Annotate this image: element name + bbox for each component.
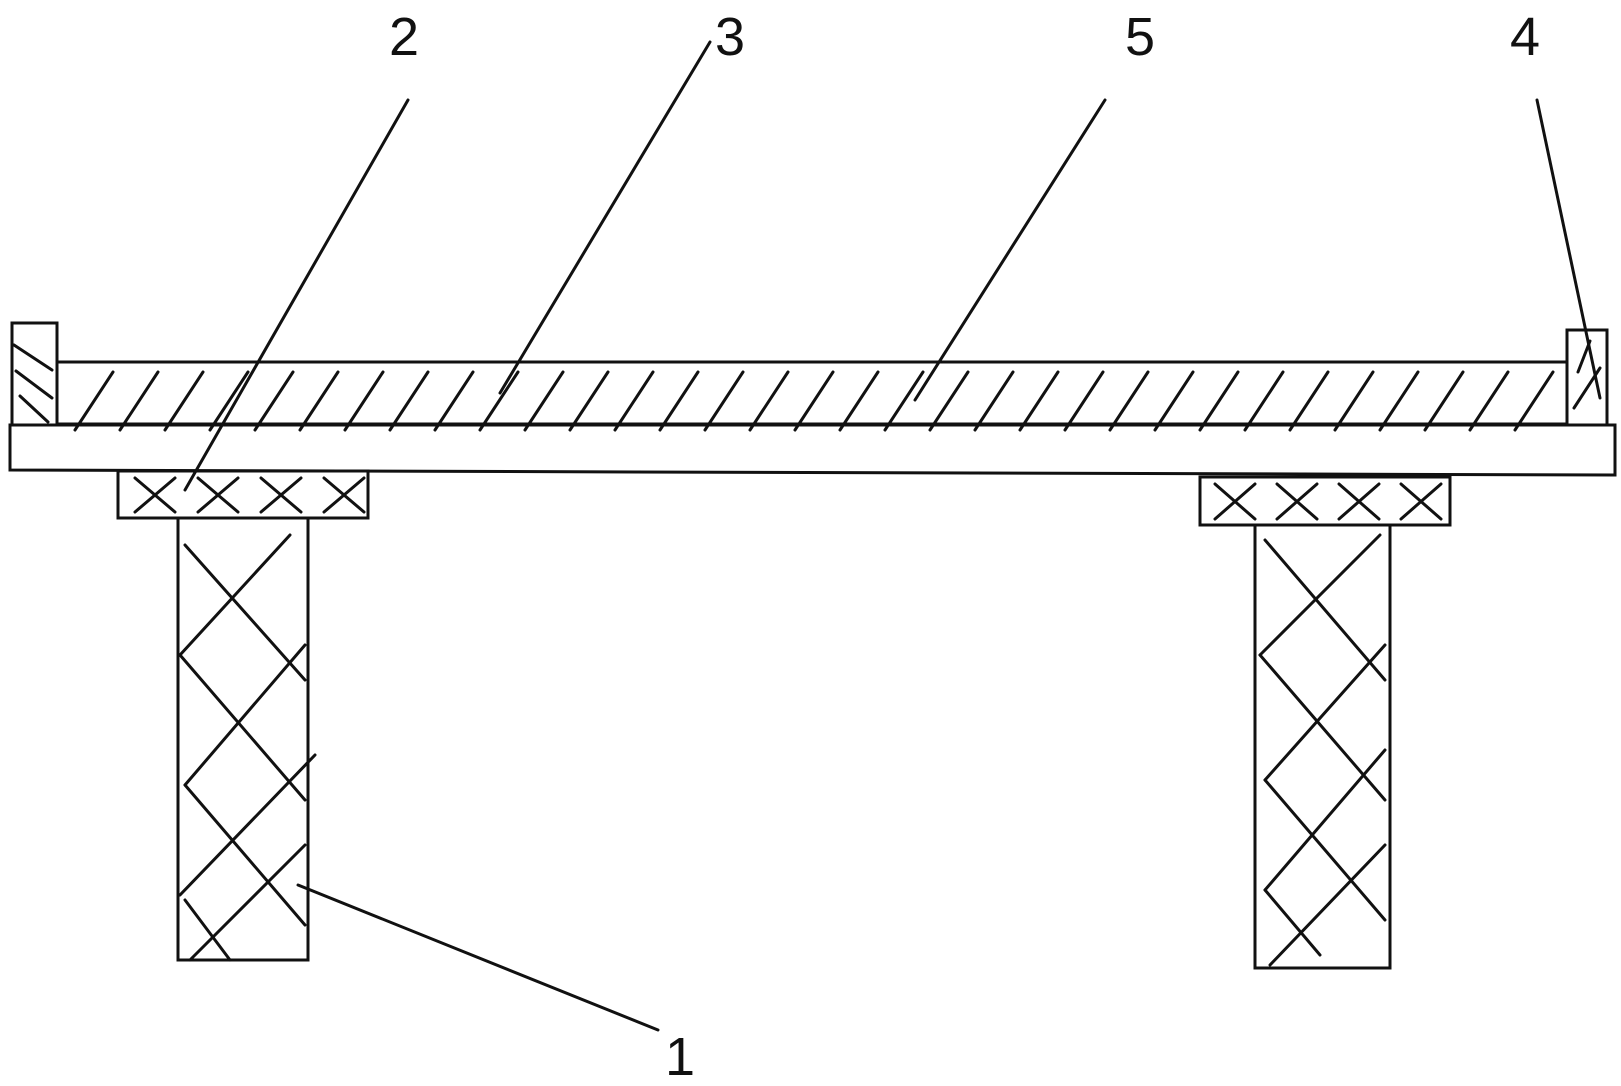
left-end-block (12, 323, 57, 425)
label-1: 1 (665, 1027, 695, 1086)
leader-line-5 (915, 100, 1105, 400)
left-pile (178, 518, 315, 960)
right-end-block (1567, 330, 1607, 425)
label-4: 4 (1510, 7, 1540, 67)
deck-beam (57, 362, 1567, 430)
right-pile (1255, 525, 1390, 968)
base-slab (10, 425, 1615, 475)
right-pile-cap (1200, 477, 1450, 525)
leader-line-3 (500, 42, 710, 393)
label-2: 2 (389, 7, 419, 67)
leader-line-1 (298, 885, 658, 1030)
label-5: 5 (1125, 7, 1155, 67)
label-3: 3 (715, 7, 745, 67)
left-pile-cap (118, 471, 368, 518)
